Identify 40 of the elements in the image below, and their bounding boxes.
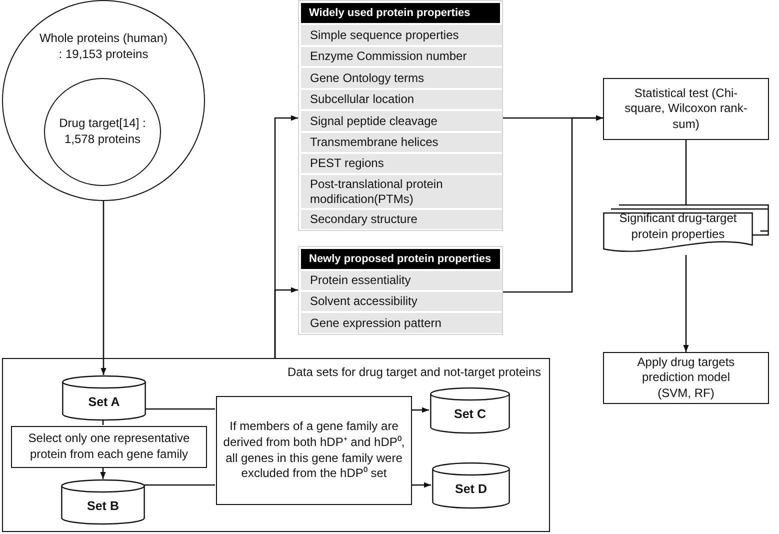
property-panel xyxy=(298,246,503,335)
arrow xyxy=(100,201,106,375)
property-row: Subcellular location xyxy=(301,90,502,109)
database-cylinder: Set C xyxy=(430,388,510,433)
property-row: Post-translational protein modification(PTMs) xyxy=(301,175,502,208)
database-cylinder: Set D xyxy=(432,463,510,508)
process-box: If members of a gene family are derived from both hDP⁺ and hDP⁰, all genes in this gene family were excluded from the hDP⁰ set xyxy=(216,396,412,505)
arrow xyxy=(100,467,106,479)
panel-header: Widely used protein properties xyxy=(301,3,500,23)
process-box: Statistical test (Chi-square, Wilcoxon rank-sum) xyxy=(603,78,769,140)
property-row: Secondary structure xyxy=(301,210,502,229)
connector-line xyxy=(144,484,215,486)
database-cylinder: Set A xyxy=(62,376,146,420)
process-box: Select only one representative protein from each gene family xyxy=(11,426,207,468)
property-row: Transmembrane helices xyxy=(301,133,502,152)
panel-header: Newly proposed protein properties xyxy=(301,249,500,269)
connector-line xyxy=(685,140,687,205)
arrow xyxy=(411,407,429,413)
property-row: Solvent accessibility xyxy=(301,292,502,311)
arrow xyxy=(503,115,603,293)
property-row: Enzyme Commission number xyxy=(301,47,502,66)
group-panel xyxy=(2,358,550,532)
venn-circle: Drug target[14] : 1,578 proteins xyxy=(44,78,161,186)
property-row: Simple sequence properties xyxy=(301,25,502,45)
document-stack: Significant drug-target protein properties xyxy=(603,205,769,255)
connector-line xyxy=(145,408,215,410)
property-row: Protein essentiality xyxy=(301,271,502,290)
property-row: Gene expression pattern xyxy=(301,313,502,333)
group-title: Data sets for drug target and not-target proteins xyxy=(288,365,541,379)
arrow xyxy=(683,255,689,352)
property-row: Signal peptide cleavage xyxy=(301,111,502,131)
venn-circle xyxy=(2,0,205,201)
arrow xyxy=(274,287,298,358)
property-row: Gene Ontology terms xyxy=(301,68,502,88)
circle-label: Whole proteins (human) : 19,153 proteins xyxy=(38,31,169,62)
property-row: PEST regions xyxy=(301,154,502,173)
property-panel xyxy=(298,0,503,231)
arrow xyxy=(411,482,431,488)
process-box: Apply drug targets prediction model (SVM, RF) xyxy=(603,352,769,404)
database-cylinder: Set B xyxy=(61,480,145,524)
